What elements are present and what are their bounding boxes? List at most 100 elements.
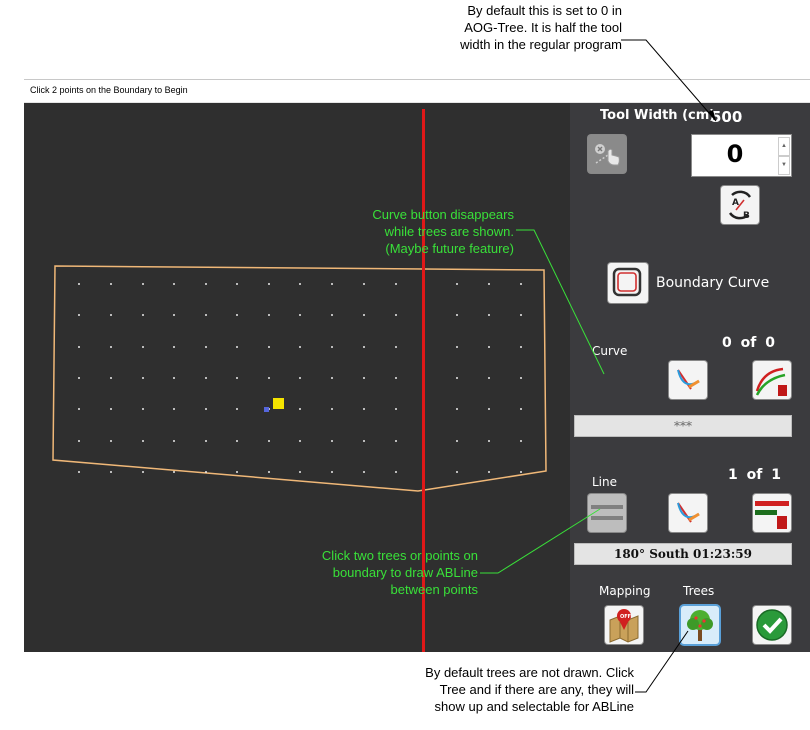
tree-point[interactable] [520, 283, 522, 285]
tree-point[interactable] [299, 408, 301, 410]
tree-point[interactable] [236, 283, 238, 285]
tree-point[interactable] [173, 377, 175, 379]
tree-point[interactable] [173, 471, 175, 473]
tree-point[interactable] [363, 440, 365, 442]
tree-point[interactable] [142, 283, 144, 285]
tree-point[interactable] [331, 377, 333, 379]
tree-point[interactable] [205, 346, 207, 348]
tree-point[interactable] [331, 471, 333, 473]
tree-point[interactable] [173, 346, 175, 348]
tree-point[interactable] [78, 377, 80, 379]
tree-point[interactable] [236, 346, 238, 348]
tree-point[interactable] [205, 314, 207, 316]
tree-point[interactable] [363, 408, 365, 410]
tree-point[interactable] [363, 346, 365, 348]
tree-point[interactable] [488, 314, 490, 316]
tree-point[interactable] [110, 314, 112, 316]
tree-point[interactable] [78, 314, 80, 316]
tree-point[interactable] [331, 440, 333, 442]
line-draw-button[interactable] [669, 494, 707, 532]
tree-point[interactable] [299, 283, 301, 285]
tree-point[interactable] [488, 471, 490, 473]
tree-point[interactable] [331, 314, 333, 316]
tree-point[interactable] [110, 346, 112, 348]
tree-point[interactable] [268, 471, 270, 473]
tree-point[interactable] [236, 408, 238, 410]
tree-point[interactable] [110, 377, 112, 379]
tree-point[interactable] [268, 314, 270, 316]
boundary-curve-button[interactable] [608, 263, 648, 303]
tree-point[interactable] [205, 283, 207, 285]
tree-point[interactable] [173, 440, 175, 442]
tree-point[interactable] [488, 440, 490, 442]
tree-point[interactable] [520, 471, 522, 473]
tree-point[interactable] [331, 408, 333, 410]
tree-point[interactable] [488, 283, 490, 285]
tree-point[interactable] [173, 314, 175, 316]
ok-button[interactable] [753, 606, 791, 644]
tree-point[interactable] [456, 377, 458, 379]
tree-point[interactable] [205, 408, 207, 410]
offset-value[interactable]: 0 [726, 140, 744, 168]
tree-point[interactable] [456, 314, 458, 316]
tree-point[interactable] [395, 408, 397, 410]
tree-point[interactable] [456, 440, 458, 442]
tree-point[interactable] [78, 346, 80, 348]
tree-point[interactable] [205, 377, 207, 379]
curve-draw-button[interactable] [669, 361, 707, 399]
ab-line[interactable] [422, 109, 425, 652]
tree-point[interactable] [299, 346, 301, 348]
tree-point[interactable] [236, 440, 238, 442]
tree-point[interactable] [78, 440, 80, 442]
tree-point[interactable] [110, 408, 112, 410]
tree-point[interactable] [268, 283, 270, 285]
tree-point[interactable] [331, 283, 333, 285]
offset-down-icon[interactable]: ▼ [778, 156, 790, 175]
tree-point[interactable] [142, 314, 144, 316]
tree-point[interactable] [456, 346, 458, 348]
tree-point[interactable] [142, 471, 144, 473]
curve-delete-button[interactable] [753, 361, 791, 399]
tree-point[interactable] [395, 471, 397, 473]
tree-point[interactable] [363, 377, 365, 379]
cancel-touch-button[interactable] [588, 135, 626, 173]
tree-point[interactable] [78, 408, 80, 410]
line-delete-button[interactable] [753, 494, 791, 532]
tree-point[interactable] [236, 471, 238, 473]
field-canvas[interactable] [24, 103, 570, 652]
tree-point[interactable] [78, 283, 80, 285]
tree-point[interactable] [142, 346, 144, 348]
ab-swap-button[interactable]: A B [721, 186, 759, 224]
tree-point[interactable] [488, 408, 490, 410]
tree-point[interactable] [363, 283, 365, 285]
tree-point[interactable] [395, 346, 397, 348]
field-boundary[interactable] [52, 265, 547, 492]
tree-point[interactable] [395, 314, 397, 316]
tree-point[interactable] [205, 440, 207, 442]
tree-point[interactable] [173, 283, 175, 285]
field-view[interactable] [24, 103, 570, 652]
tree-point[interactable] [110, 440, 112, 442]
tree-point[interactable] [520, 408, 522, 410]
tree-point[interactable] [456, 408, 458, 410]
tree-point[interactable] [236, 314, 238, 316]
tree-point[interactable] [142, 408, 144, 410]
tree-point[interactable] [299, 440, 301, 442]
tree-point[interactable] [236, 377, 238, 379]
mapping-button[interactable]: OFF [605, 606, 643, 644]
tree-point[interactable] [268, 440, 270, 442]
tree-point[interactable] [78, 471, 80, 473]
tree-point[interactable] [395, 377, 397, 379]
tree-point[interactable] [331, 346, 333, 348]
tree-point[interactable] [142, 440, 144, 442]
tree-point[interactable] [520, 314, 522, 316]
tree-point[interactable] [299, 471, 301, 473]
tree-point[interactable] [110, 283, 112, 285]
tree-point[interactable] [520, 377, 522, 379]
tree-point[interactable] [205, 471, 207, 473]
tree-point[interactable] [456, 471, 458, 473]
tree-point[interactable] [110, 471, 112, 473]
tree-point[interactable] [173, 408, 175, 410]
tree-point[interactable] [363, 471, 365, 473]
tree-point[interactable] [520, 346, 522, 348]
